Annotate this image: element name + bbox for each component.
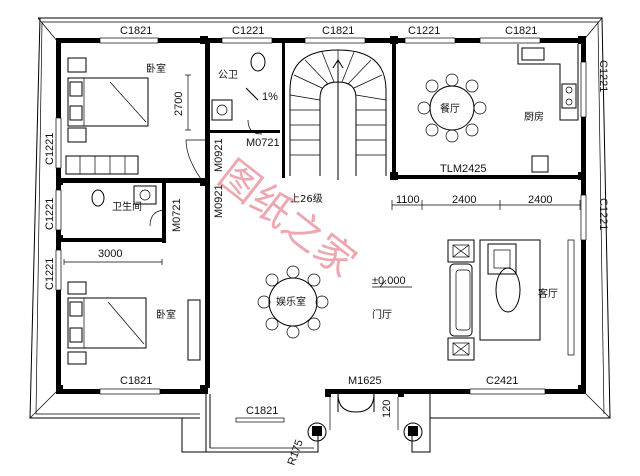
roof-outline bbox=[29, 17, 611, 419]
window-label-left-2: C1221 bbox=[44, 198, 56, 230]
dimension-r175: R175 bbox=[286, 438, 306, 467]
window-labels: C1821 C1221 C1821 C1221 C1821 C1221 C122… bbox=[44, 25, 609, 417]
top-windows bbox=[99, 37, 541, 44]
room-label-entertainment: 娱乐室 bbox=[276, 295, 306, 308]
room-label-living: 客厅 bbox=[538, 287, 558, 300]
window-label-right-2: C1221 bbox=[597, 198, 609, 230]
front-porch bbox=[181, 389, 431, 453]
door-label-tlm2425: TLM2425 bbox=[440, 163, 486, 175]
watermark: 图纸之家 bbox=[210, 152, 364, 287]
elevation-label: ±0.000 bbox=[372, 275, 406, 287]
window-label-top-3: C1821 bbox=[322, 25, 354, 37]
interior-walls bbox=[56, 36, 586, 394]
room-label-public-wc: 公卫 bbox=[218, 70, 238, 81]
room-label-bedroom-top: 卧室 bbox=[146, 62, 166, 75]
room-label-bedroom-bottom: 卧室 bbox=[156, 308, 176, 321]
window-label-top-1: C1821 bbox=[120, 25, 152, 37]
living-sofa-set bbox=[447, 239, 541, 361]
entertainment-table bbox=[257, 265, 329, 339]
dimension-3000: 3000 bbox=[98, 248, 122, 260]
staircase bbox=[289, 49, 387, 180]
door-swings bbox=[149, 119, 375, 413]
bathroom-fixtures bbox=[91, 185, 157, 207]
slope-label: 1% bbox=[262, 91, 278, 103]
kitchen-counters bbox=[517, 44, 579, 173]
window-label-bottom-2: C1821 bbox=[246, 405, 278, 417]
dimension-2700: 2700 bbox=[173, 92, 185, 116]
window-label-top-4: C1221 bbox=[408, 25, 440, 37]
window-label-bottom-1: C1821 bbox=[120, 375, 152, 387]
dining-table bbox=[417, 73, 487, 143]
dimension-2400-b: 2400 bbox=[528, 194, 552, 206]
dimension-step-120: 120 bbox=[381, 400, 393, 418]
window-label-top-5: C1821 bbox=[505, 25, 537, 37]
door-label-m0921-b: M0921 bbox=[213, 184, 225, 218]
window-label-left-1: C1221 bbox=[44, 133, 56, 165]
bedroom-bottom-furniture bbox=[67, 281, 201, 365]
bedroom-top-furniture bbox=[65, 57, 149, 175]
dimension-1100: 1100 bbox=[396, 194, 420, 206]
room-label-foyer: 门厅 bbox=[372, 308, 392, 321]
room-label-kitchen: 厨房 bbox=[524, 110, 544, 123]
window-label-top-2: C1221 bbox=[232, 25, 264, 37]
left-windows bbox=[55, 117, 62, 291]
bottom-windows bbox=[99, 388, 546, 395]
public-wc-fixtures bbox=[211, 52, 266, 121]
door-label-m0721-top: M0721 bbox=[246, 137, 280, 149]
door-label-m0721-left: M0721 bbox=[171, 198, 183, 232]
room-labels: 卧室 公卫 餐厅 厨房 卫生间 娱乐室 卧室 门厅 客厅 bbox=[112, 62, 558, 321]
room-label-dining: 餐厅 bbox=[440, 102, 460, 115]
dimension-labels: 2700 3000 1100 2400 2400 R175 120 bbox=[98, 92, 552, 468]
window-label-right-1: C1221 bbox=[597, 60, 609, 92]
dimension-2400-a: 2400 bbox=[452, 194, 476, 206]
stairs-label: 上26级 bbox=[290, 193, 323, 205]
right-windows bbox=[567, 61, 587, 356]
dimension-lines bbox=[63, 74, 581, 288]
door-label-m0921-a: M0921 bbox=[213, 138, 225, 172]
room-label-bathroom: 卫生间 bbox=[112, 200, 142, 213]
door-labels: M0721 M0921 M0921 M0721 M1625 TLM2425 bbox=[171, 137, 486, 387]
door-label-m1625: M1625 bbox=[348, 375, 382, 387]
window-label-bottom-3: C2421 bbox=[486, 375, 518, 387]
window-label-left-3: C1221 bbox=[44, 258, 56, 290]
annotation-labels: 1% 上26级 ±0.000 bbox=[262, 91, 406, 287]
